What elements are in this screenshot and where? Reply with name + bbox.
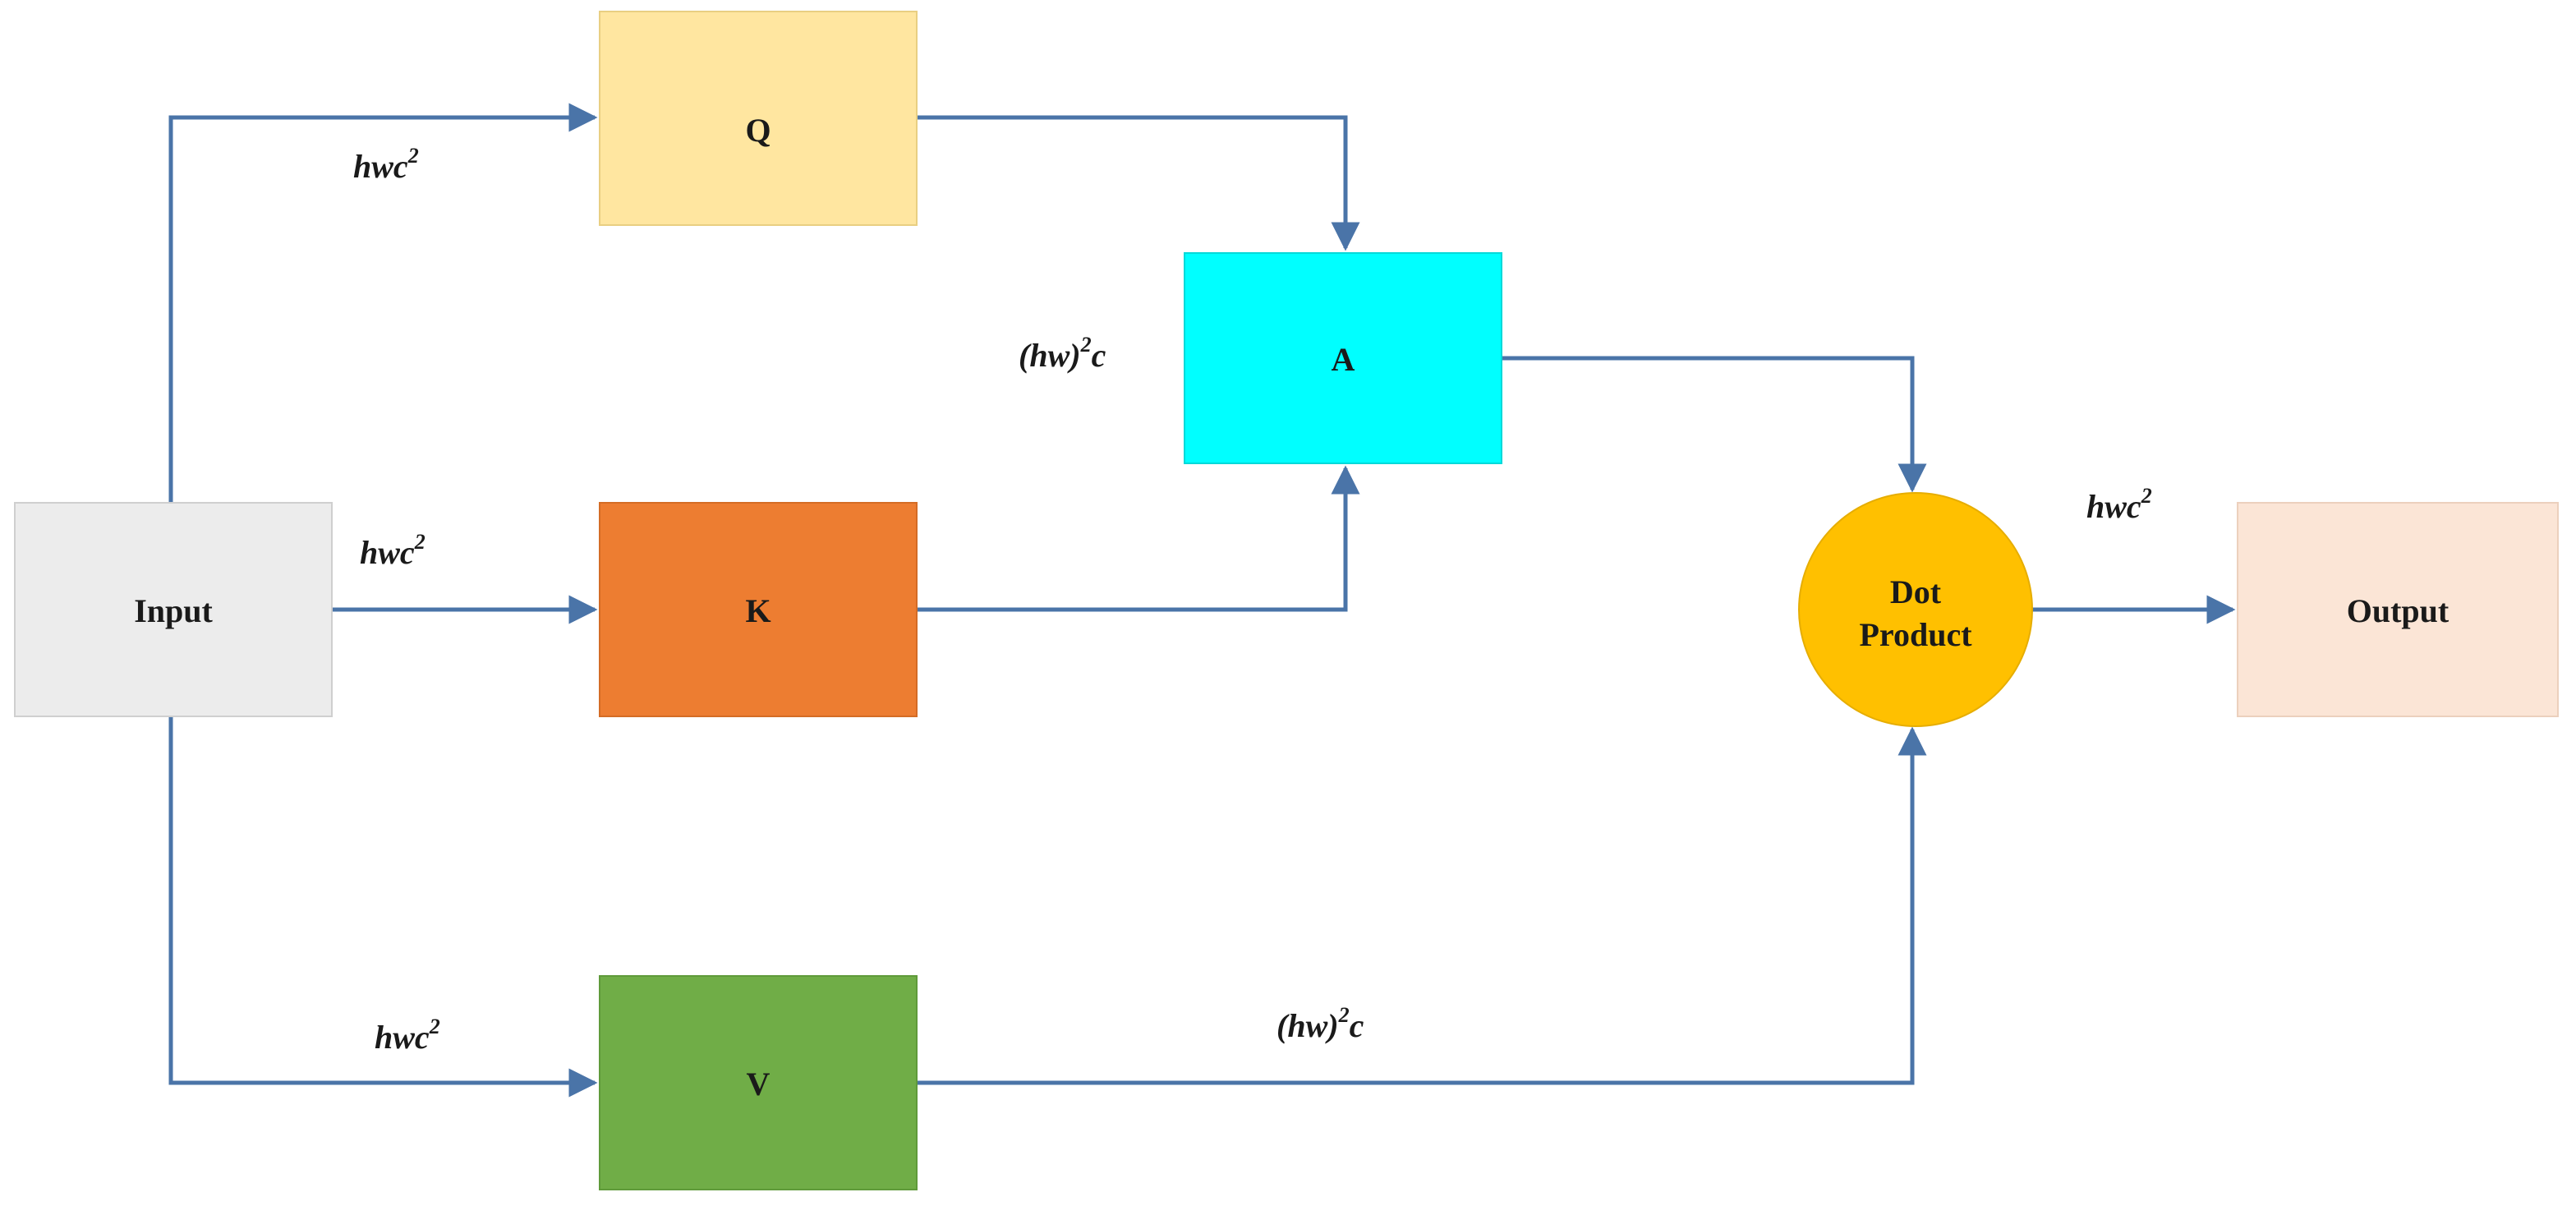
node-input-box xyxy=(14,502,333,717)
node-a-label: A xyxy=(1332,341,1355,378)
node-dot-product-circle xyxy=(1798,492,2033,727)
node-v-box xyxy=(599,975,918,1190)
node-q-label: Q xyxy=(745,112,770,149)
edge-v-to-dot xyxy=(917,726,1927,1085)
edge-input-to-q xyxy=(168,103,598,503)
node-dot-product: Dot Product xyxy=(1798,492,2033,727)
node-k-label: K xyxy=(745,592,770,629)
node-k-box xyxy=(599,502,918,717)
node-output-box xyxy=(2237,502,2559,717)
label-dot-to-output: hwc2 xyxy=(2086,484,2152,525)
edge-labels: hwc2 hwc2 hwc2 (hw)2c (hw)2c hwc2 xyxy=(353,144,2152,1056)
node-input-label: Input xyxy=(134,592,213,629)
edge-q-to-a xyxy=(917,115,1360,251)
node-v-label: V xyxy=(747,1066,770,1102)
label-input-to-k: hwc2 xyxy=(360,530,426,571)
node-dot-product-label-line1: Dot xyxy=(1890,573,1942,610)
node-v: V xyxy=(599,975,918,1190)
node-dot-product-label-line2: Product xyxy=(1859,616,1972,653)
label-input-to-v: hwc2 xyxy=(375,1015,440,1056)
edge-a-to-dot xyxy=(1502,356,1927,493)
node-input: Input xyxy=(14,502,333,717)
label-v-to-dot: (hw)2c xyxy=(1276,1003,1364,1044)
node-a: A xyxy=(1184,252,1502,464)
node-output-label: Output xyxy=(2347,592,2450,629)
edge-input-to-v xyxy=(168,716,598,1098)
edges xyxy=(168,103,2236,1098)
edge-k-to-a xyxy=(917,465,1360,612)
node-output: Output xyxy=(2237,502,2559,717)
label-a-in: (hw)2c xyxy=(1019,333,1106,374)
node-k: K xyxy=(599,502,918,717)
node-a-box xyxy=(1184,252,1502,464)
node-q-box xyxy=(599,11,918,226)
node-q: Q xyxy=(599,11,918,226)
label-input-to-q: hwc2 xyxy=(353,144,419,185)
